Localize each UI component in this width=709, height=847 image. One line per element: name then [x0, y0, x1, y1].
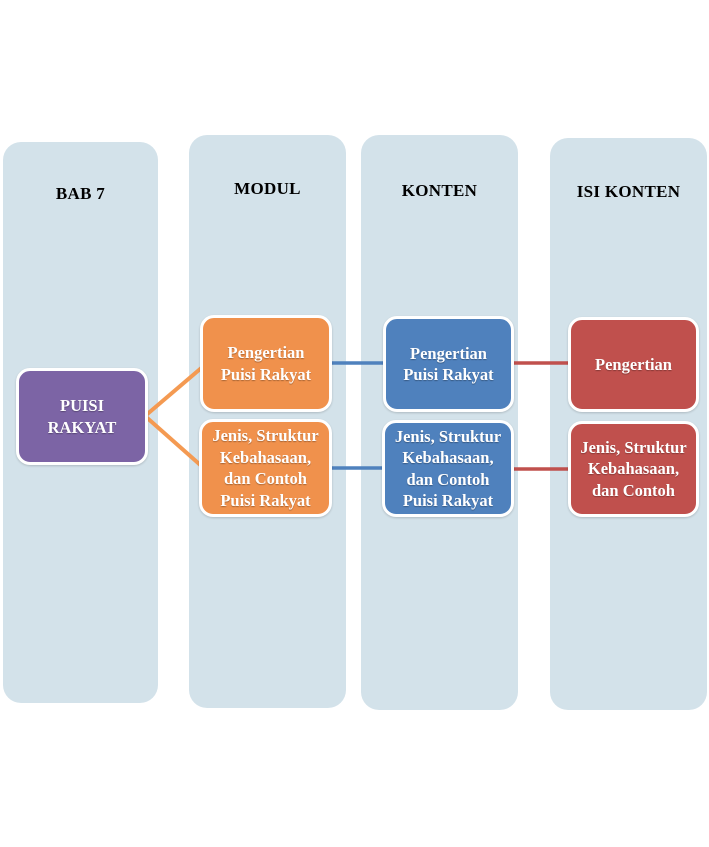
column-header-modul: MODUL [234, 179, 301, 198]
node-modul-pengertian: Pengertian Puisi Rakyat [200, 315, 332, 412]
node-puisi-rakyat: PUISI RAKYAT [16, 368, 148, 465]
node-isi-pengertian: Pengertian [568, 317, 699, 412]
column-header-bab7: BAB 7 [55, 184, 106, 203]
column-header-isi-konten: ISI KONTEN [576, 182, 681, 201]
node-modul-jenis-struktur: Jenis, Struktur Kebahasaan, dan Contoh P… [199, 419, 332, 517]
node-isi-jenis-struktur: Jenis, Struktur Kebahasaan, dan Contoh [568, 421, 699, 517]
node-konten-jenis-struktur: Jenis, Struktur Kebahasaan, dan Contoh P… [382, 420, 514, 517]
node-konten-pengertian: Pengertian Puisi Rakyat [383, 316, 514, 412]
column-header-konten: KONTEN [401, 181, 478, 200]
